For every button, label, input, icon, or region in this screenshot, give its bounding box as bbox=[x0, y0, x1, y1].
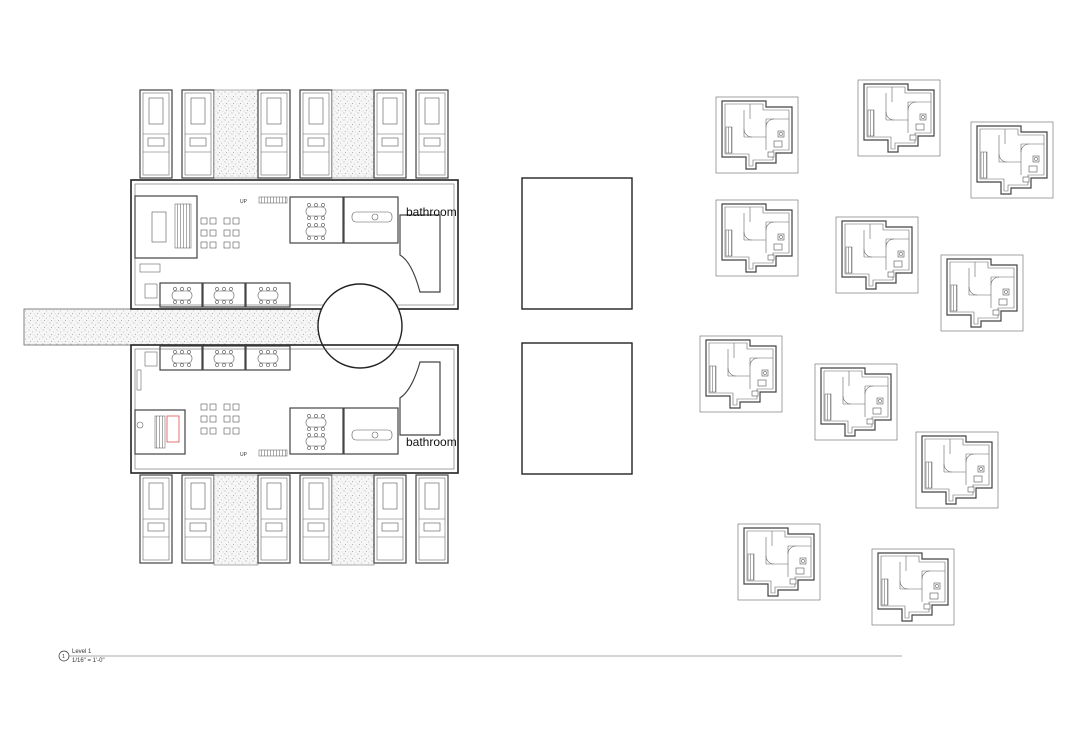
bathroom-label-lower: bathroom bbox=[406, 435, 457, 449]
lower-wing: UP bathroom bbox=[130, 344, 459, 566]
house-cluster bbox=[699, 79, 1054, 626]
main-building: UP bathroom bbox=[23, 89, 459, 566]
central-rotunda bbox=[317, 283, 403, 369]
entry-walkway bbox=[23, 308, 335, 346]
block-lower bbox=[521, 342, 633, 475]
bathroom-label-upper: bathroom bbox=[406, 205, 457, 219]
stair-up-label-upper: UP bbox=[240, 199, 248, 205]
view-number: 1 bbox=[62, 654, 65, 660]
view-scale: 1/16" = 1'-0" bbox=[72, 658, 105, 664]
block-upper bbox=[521, 177, 633, 310]
upper-wing: UP bathroom bbox=[130, 89, 459, 310]
stair-up-label-lower: UP bbox=[240, 452, 248, 458]
view-name: Level 1 bbox=[72, 649, 92, 655]
view-title-block: 1 Level 1 1/16" = 1'-0" bbox=[58, 649, 902, 664]
